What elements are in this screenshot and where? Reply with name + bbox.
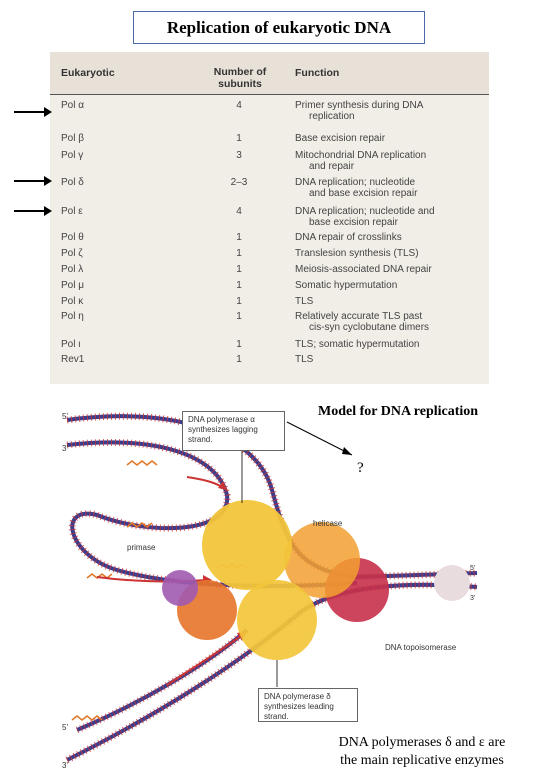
pol-function-continued: replication: [309, 111, 355, 122]
pol-function-line: DNA replication; nucleotide and: [295, 206, 435, 217]
pol-subunits: 1: [236, 296, 242, 307]
pol-function-line: Base excision repair: [295, 133, 386, 144]
pol-name: Pol μ: [61, 280, 84, 291]
pol-name: Pol λ: [61, 264, 84, 275]
pol-subunits: 1: [236, 311, 242, 322]
pol-subunits: 1: [236, 264, 242, 275]
helicase-circle: [284, 522, 360, 598]
end-right-5: 5': [470, 565, 475, 572]
pol-name: Pol θ: [61, 232, 84, 243]
pol-subunits: 1: [236, 339, 242, 350]
pol-subunits: 1: [236, 232, 242, 243]
polymerase-table: Eukaryotic Number of subunits Function P…: [50, 52, 489, 384]
pol-name: Pol α: [61, 100, 85, 111]
pol-function-line: Mitochondrial DNA replication: [295, 150, 427, 161]
okazaki-fragment-1: [126, 459, 158, 467]
pol-function: Translesion synthesis (TLS): [295, 248, 419, 259]
pol-delta-arrow: [14, 176, 52, 186]
helicase-label: helicase: [313, 519, 343, 528]
page-title: Replication of eukaryotic DNA: [133, 11, 425, 44]
question-mark: ?: [357, 460, 364, 476]
pol-function-line: TLS; somatic hypermutation: [295, 339, 420, 350]
pol-function: Meiosis-associated DNA repair: [295, 264, 432, 275]
okazaki-fragment-2: [126, 521, 153, 529]
pol-name: Pol ε: [61, 206, 83, 217]
polymerase-delta-circle: [237, 580, 317, 660]
end-5-bottom: 5': [62, 723, 68, 732]
pointer-head: [342, 447, 352, 455]
pol-subunits: 1: [236, 280, 242, 291]
table-header: Eukaryotic Number of subunits Function: [50, 52, 489, 95]
pol-function-continued: cis-syn cyclobutane dimers: [309, 322, 430, 333]
leading-primer: [71, 714, 103, 722]
direction-arrowhead-1: [218, 481, 227, 490]
callout-lagging: DNA polymerase α synthesizes lagging str…: [182, 411, 285, 451]
pol-name: Pol κ: [61, 296, 84, 307]
pol-function: DNA repair of crosslinks: [295, 232, 402, 243]
pol-subunits: 1: [236, 354, 242, 365]
pol-name: Pol γ: [61, 150, 84, 161]
end-right-3: 3': [470, 595, 475, 602]
pol-function-line: TLS: [295, 296, 314, 307]
pol-subunits: 2–3: [230, 177, 248, 188]
pol-function-line: TLS: [295, 354, 314, 365]
pol-function: TLS; somatic hypermutation: [295, 339, 420, 350]
primase-label: primase: [127, 543, 156, 552]
pol-epsilon-arrow: [14, 206, 52, 216]
pol-function-continued: base excision repair: [309, 217, 398, 228]
pol-function-line: DNA repair of crosslinks: [295, 232, 402, 243]
pol-function-line: Primer synthesis during DNA: [295, 100, 424, 111]
pol-name: Pol η: [61, 311, 84, 322]
end-3-top: 3': [62, 444, 68, 453]
pol-function: TLS: [295, 296, 313, 307]
topoisomerase-small: [434, 565, 470, 601]
pol-subunits: 3: [236, 150, 242, 161]
topoisomerase-label: DNA topoisomerase: [385, 643, 457, 652]
pol-function: Somatic hypermutation: [295, 280, 397, 291]
pol-subunits: 4: [236, 206, 242, 217]
header-function: Function: [295, 67, 340, 79]
callout-leading: DNA polymerase δ synthesizes leading str…: [258, 688, 358, 722]
replication-fork-diagram: 5' 3' 5' 3' 5' 3': [62, 412, 478, 770]
header-subunits: Number of subunits: [213, 66, 267, 90]
pol-function-line: Somatic hypermutation: [295, 280, 398, 291]
pol-name: Pol β: [61, 133, 84, 144]
pol-subunits: 4: [236, 100, 242, 111]
pol-function-line: Relatively accurate TLS past: [295, 311, 423, 322]
primase-circle: [162, 570, 198, 606]
model-title: Model for DNA replication: [318, 404, 479, 419]
bottom-caption: DNA polymerases δ and ε are the main rep…: [338, 735, 506, 768]
end-5-top: 5': [62, 412, 68, 421]
end-3-bottom: 3': [62, 761, 68, 770]
leading-rungs: [75, 627, 250, 734]
polymerase-alpha-circle: [202, 500, 292, 590]
pol-name: Rev1: [61, 354, 85, 365]
pol-name: Pol ζ: [61, 248, 83, 259]
pol-function-line: Translesion synthesis (TLS): [295, 248, 419, 259]
pol-alpha-arrow: [14, 107, 52, 117]
pol-function-continued: and base excision repair: [309, 188, 418, 199]
pol-subunits: 1: [236, 133, 242, 144]
header-eukaryotic: Eukaryotic: [61, 67, 115, 79]
pol-function-continued: and repair: [309, 161, 355, 172]
callout-pointer: [286, 421, 353, 456]
pol-function: TLS: [295, 354, 313, 365]
pol-function-line: DNA replication; nucleotide: [295, 177, 416, 188]
leading-direction-arrow: [166, 634, 243, 686]
pol-subunits: 1: [236, 248, 242, 259]
pol-name: Pol ι: [61, 339, 81, 350]
strand-rungs-bottom: [65, 581, 478, 764]
pol-name: Pol δ: [61, 177, 84, 188]
pol-function-line: Meiosis-associated DNA repair: [295, 264, 432, 275]
leading-strand: [76, 628, 249, 732]
pol-function: Base excision repair: [295, 133, 385, 144]
